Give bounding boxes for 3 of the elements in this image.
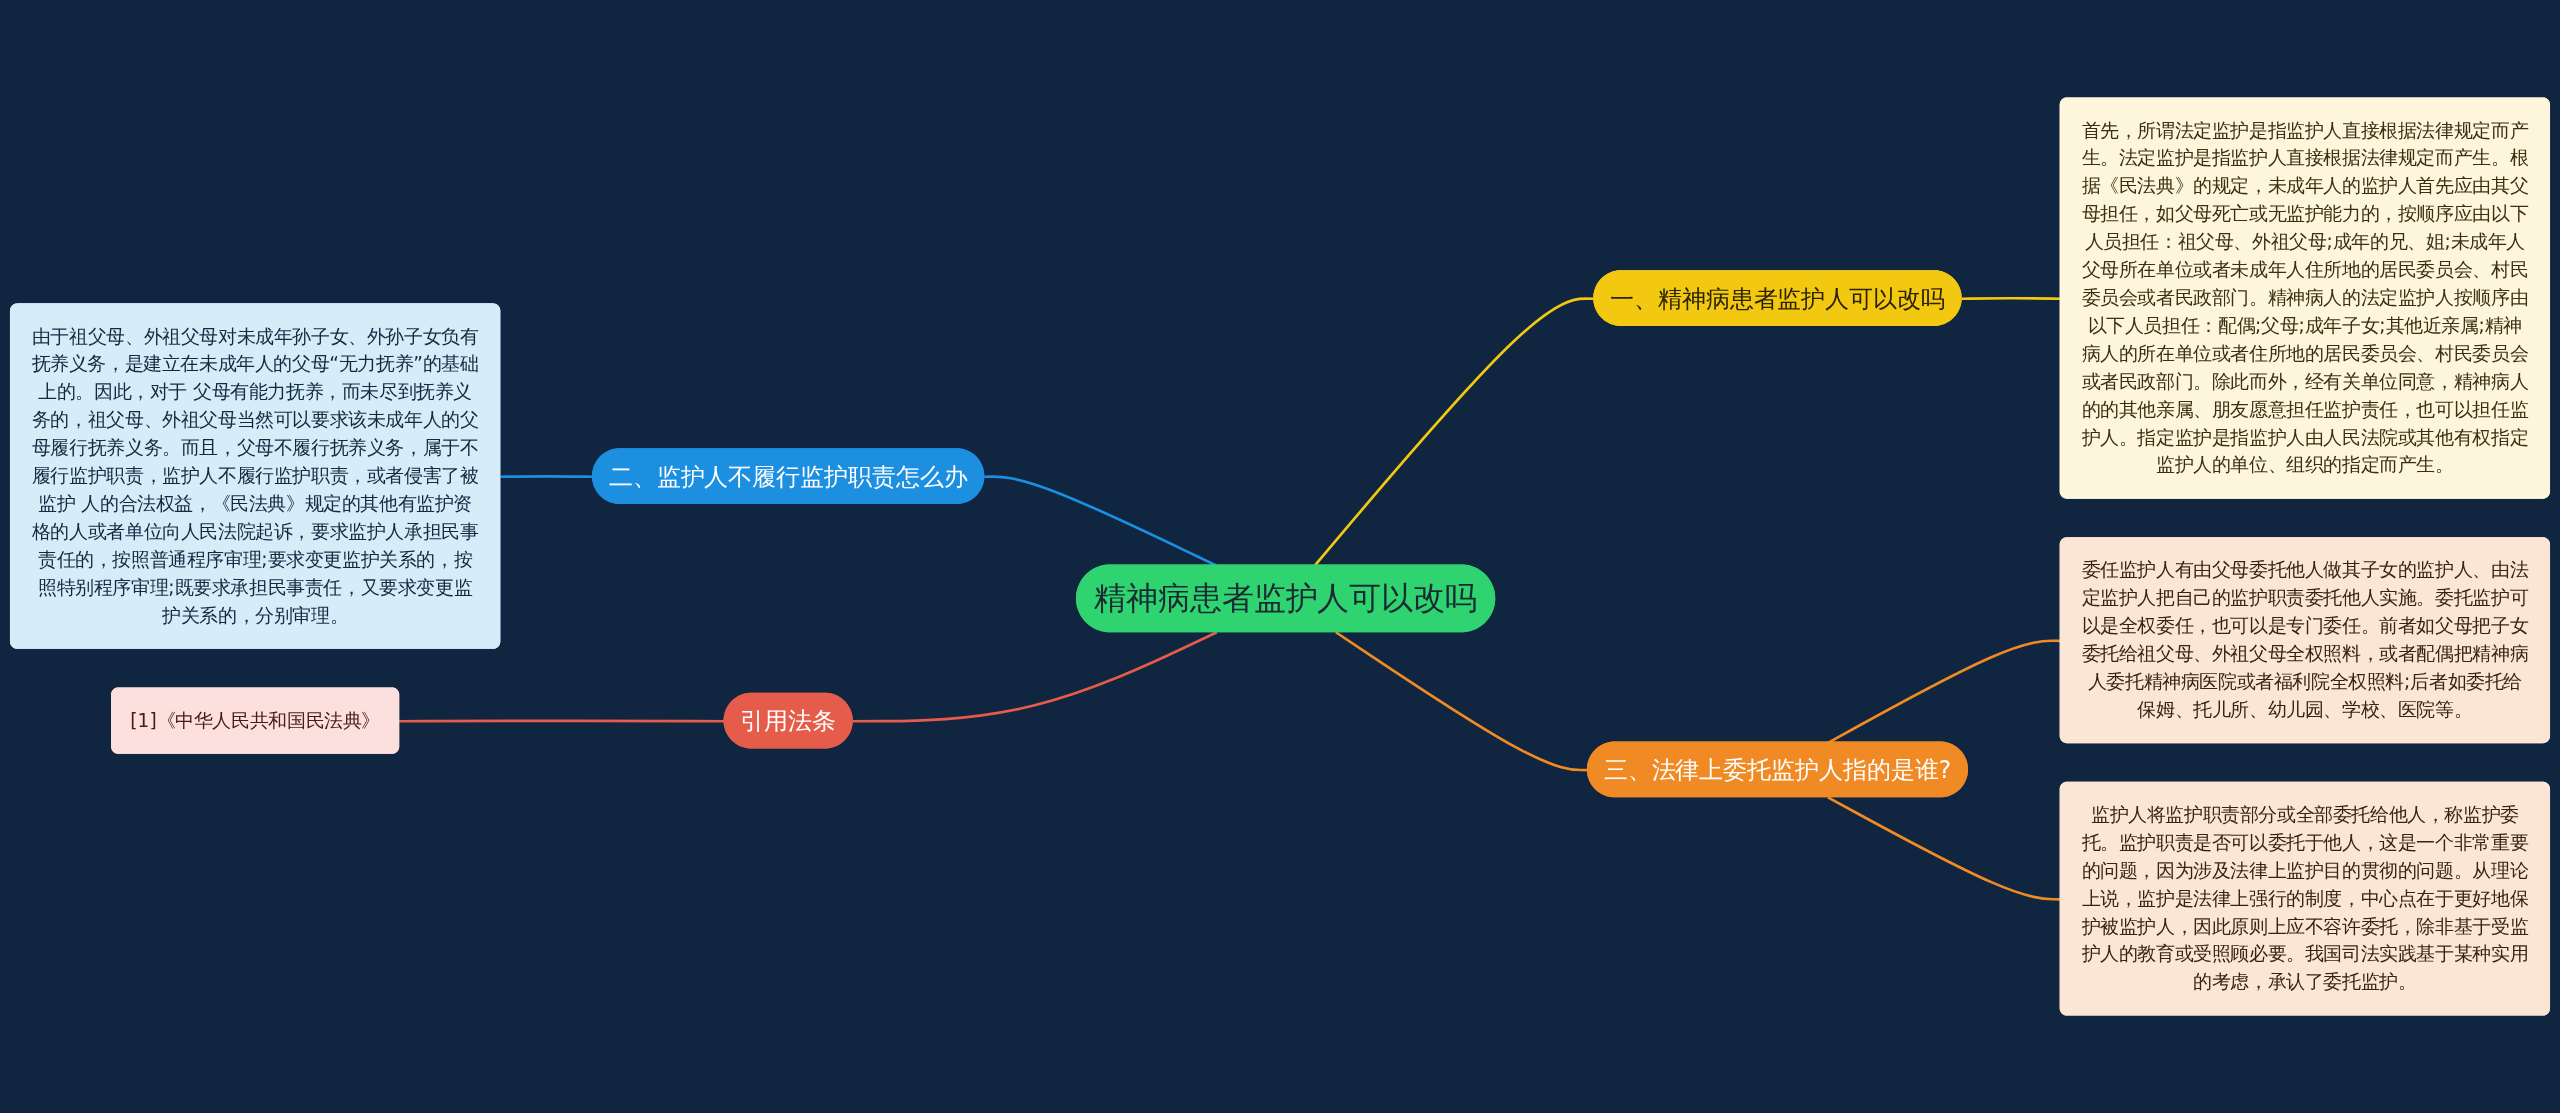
connector — [984, 475, 1218, 567]
connector — [852, 631, 1218, 723]
connector — [399, 719, 725, 723]
